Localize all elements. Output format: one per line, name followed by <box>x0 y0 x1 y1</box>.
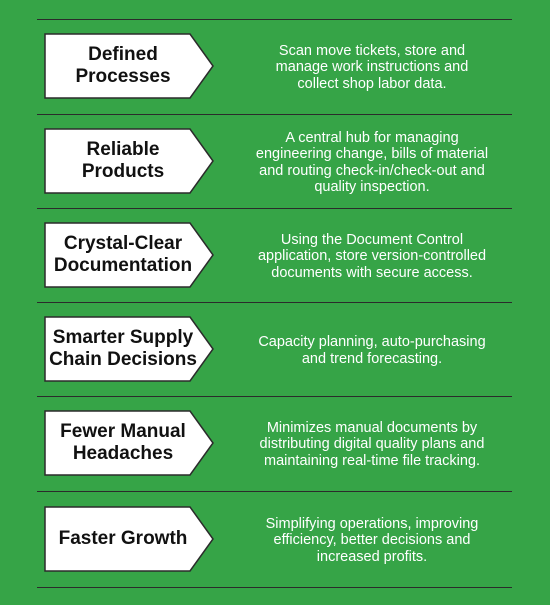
benefit-row-faster-growth: Faster Growth Simplifying operations, im… <box>0 493 550 588</box>
benefit-row-fewer-manual-headaches: Fewer Manual Headaches Minimizes manual … <box>0 397 550 492</box>
divider-line <box>37 208 512 209</box>
benefit-description: A central hub for managing engineering c… <box>255 129 489 196</box>
benefit-row-defined-processes: Defined Processes Scan move tickets, sto… <box>0 20 550 115</box>
divider-line <box>37 587 512 588</box>
arrow-tag-shape <box>44 128 214 194</box>
arrow-tag-shape <box>44 410 214 476</box>
benefit-description: Using the Document Control application, … <box>257 231 487 281</box>
divider-line <box>37 19 512 20</box>
benefit-title: Faster Growth <box>58 528 188 549</box>
benefit-title: Reliable Products <box>81 139 165 182</box>
benefit-row-smarter-supply-chain: Smarter Supply Chain Decisions Capacity … <box>0 303 550 398</box>
benefit-description: Minimizes manual documents by distributi… <box>259 419 485 469</box>
arrow-tag-shape <box>44 33 214 99</box>
benefit-tag-arrow: Crystal-Clear Documentation <box>44 222 214 288</box>
benefit-row-reliable-products: Reliable Products A central hub for mana… <box>0 115 550 210</box>
benefit-tag-arrow: Defined Processes <box>44 33 214 99</box>
benefit-title: Defined Processes <box>75 44 171 87</box>
benefit-title: Smarter Supply Chain Decisions <box>49 327 197 370</box>
benefit-description: Simplifying operations, improving effici… <box>265 515 479 565</box>
benefit-description: Capacity planning, auto-purchasing and t… <box>258 334 486 367</box>
divider-line <box>37 396 512 397</box>
arrow-tag-shape <box>44 506 214 572</box>
benefit-tag-arrow: Smarter Supply Chain Decisions <box>44 316 214 382</box>
divider-line <box>37 114 512 115</box>
arrow-tag-shape <box>44 222 214 288</box>
benefit-tag-arrow: Reliable Products <box>44 128 214 194</box>
benefit-title: Crystal-Clear Documentation <box>53 233 193 276</box>
benefit-description: Scan move tickets, store and manage work… <box>275 42 469 92</box>
arrow-tag-shape <box>44 316 214 382</box>
benefit-tag-arrow: Fewer Manual Headaches <box>44 410 214 476</box>
benefit-tag-arrow: Faster Growth <box>44 506 214 572</box>
divider-line <box>37 302 512 303</box>
benefit-row-crystal-clear-documentation: Crystal-Clear Documentation Using the Do… <box>0 209 550 304</box>
divider-line <box>37 491 512 492</box>
benefit-title: Fewer Manual Headaches <box>60 421 186 464</box>
